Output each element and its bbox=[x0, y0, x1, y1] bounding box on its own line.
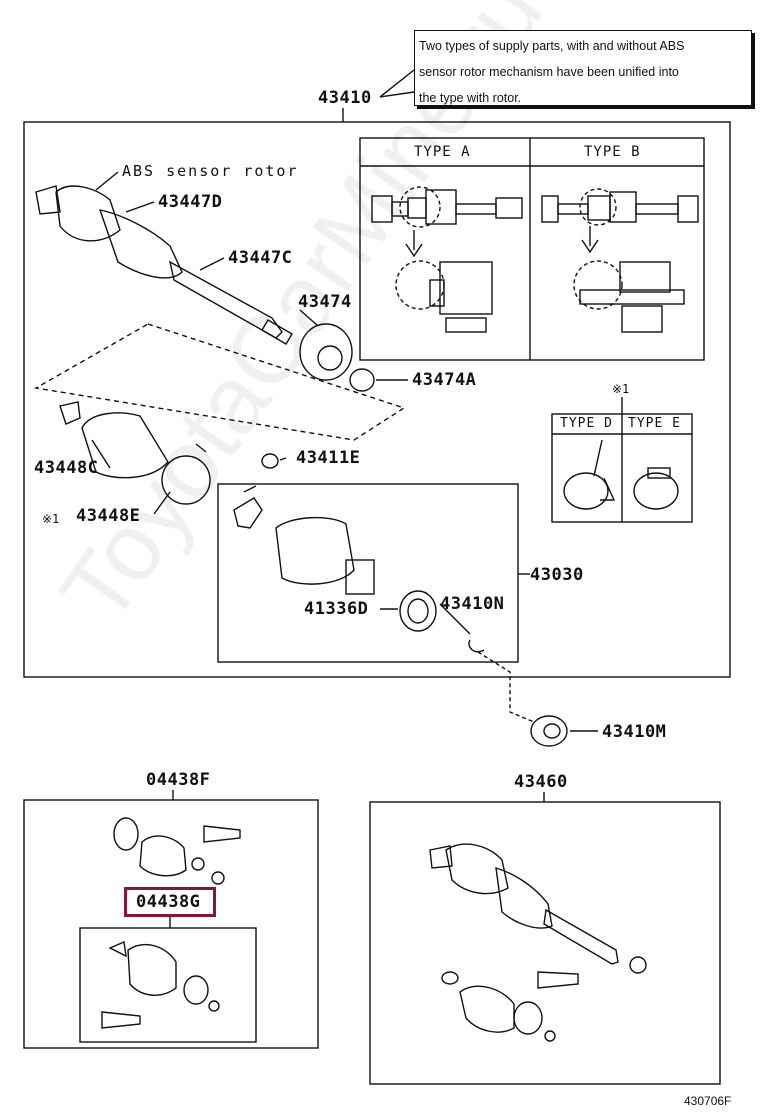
type-b-shaft-drawing bbox=[541, 188, 699, 333]
seal-41336D bbox=[399, 590, 437, 632]
ring-43411E bbox=[261, 453, 279, 469]
clamp-type-d bbox=[563, 472, 609, 510]
label-43448C[interactable]: 43448C bbox=[34, 458, 99, 478]
label-43447D[interactable]: 43447D bbox=[158, 192, 223, 212]
note-mark-2: ※1 bbox=[612, 382, 630, 396]
assembly-43460-drawing bbox=[429, 843, 647, 1042]
label-43448E[interactable]: 43448E bbox=[76, 506, 141, 526]
label-abs-sensor-rotor: ABS sensor rotor bbox=[122, 162, 299, 180]
highlight-04438G bbox=[124, 887, 216, 917]
boot-43448C bbox=[59, 401, 211, 505]
snap-ring-43474A bbox=[349, 368, 375, 392]
inboard-joint-box bbox=[217, 483, 519, 663]
boot-kit-box-04438F bbox=[23, 799, 319, 1049]
label-43460[interactable]: 43460 bbox=[514, 772, 568, 792]
oil-seal-43410M bbox=[530, 715, 568, 747]
label-43474[interactable]: 43474 bbox=[298, 292, 352, 312]
boot-band-43448E bbox=[161, 455, 211, 505]
inboard-joint-drawing bbox=[233, 453, 485, 653]
note-line-1: Two types of supply parts, with and with… bbox=[419, 39, 685, 53]
assembly-frame bbox=[23, 121, 731, 678]
boot-kit-box-04438G bbox=[79, 927, 257, 1043]
assembly-box-43460 bbox=[369, 801, 721, 1085]
diagram-id: 430706F bbox=[684, 1094, 732, 1108]
label-43410N[interactable]: 43410N bbox=[440, 594, 505, 614]
label-41336D[interactable]: 41336D bbox=[304, 599, 369, 619]
label-43411E[interactable]: 43411E bbox=[296, 448, 361, 468]
label-04438F[interactable]: 04438F bbox=[146, 770, 211, 790]
type-a-title: TYPE A bbox=[414, 144, 471, 160]
bearing-43474 bbox=[299, 323, 353, 381]
boot-kit-outline bbox=[33, 323, 406, 441]
note-line-2: sensor rotor mechanism have been unified… bbox=[419, 65, 679, 79]
label-43410[interactable]: 43410 bbox=[318, 88, 372, 108]
boot-kit-04438F-drawing bbox=[113, 817, 241, 885]
type-e-title: TYPE E bbox=[628, 416, 681, 431]
snap-ring-43410N bbox=[468, 639, 485, 653]
note-line-3: the type with rotor. bbox=[419, 91, 522, 105]
type-d-title: TYPE D bbox=[560, 416, 613, 431]
clamp-type-e bbox=[633, 472, 679, 510]
note-mark-1: ※1 bbox=[42, 512, 60, 526]
type-ab-box bbox=[359, 137, 705, 361]
label-43474A[interactable]: 43474A bbox=[412, 370, 477, 390]
type-a-shaft-drawing bbox=[371, 186, 523, 333]
boot-kit-04438G-drawing bbox=[101, 940, 220, 1029]
label-43030[interactable]: 43030 bbox=[530, 565, 584, 585]
main-shaft-drawing bbox=[35, 185, 293, 345]
type-b-title: TYPE B bbox=[584, 144, 641, 160]
label-43410M[interactable]: 43410M bbox=[602, 722, 667, 742]
label-43447C[interactable]: 43447C bbox=[228, 248, 293, 268]
label-04438G[interactable]: 04438G bbox=[136, 892, 201, 912]
unification-note: Two types of supply parts, with and with… bbox=[414, 30, 752, 106]
